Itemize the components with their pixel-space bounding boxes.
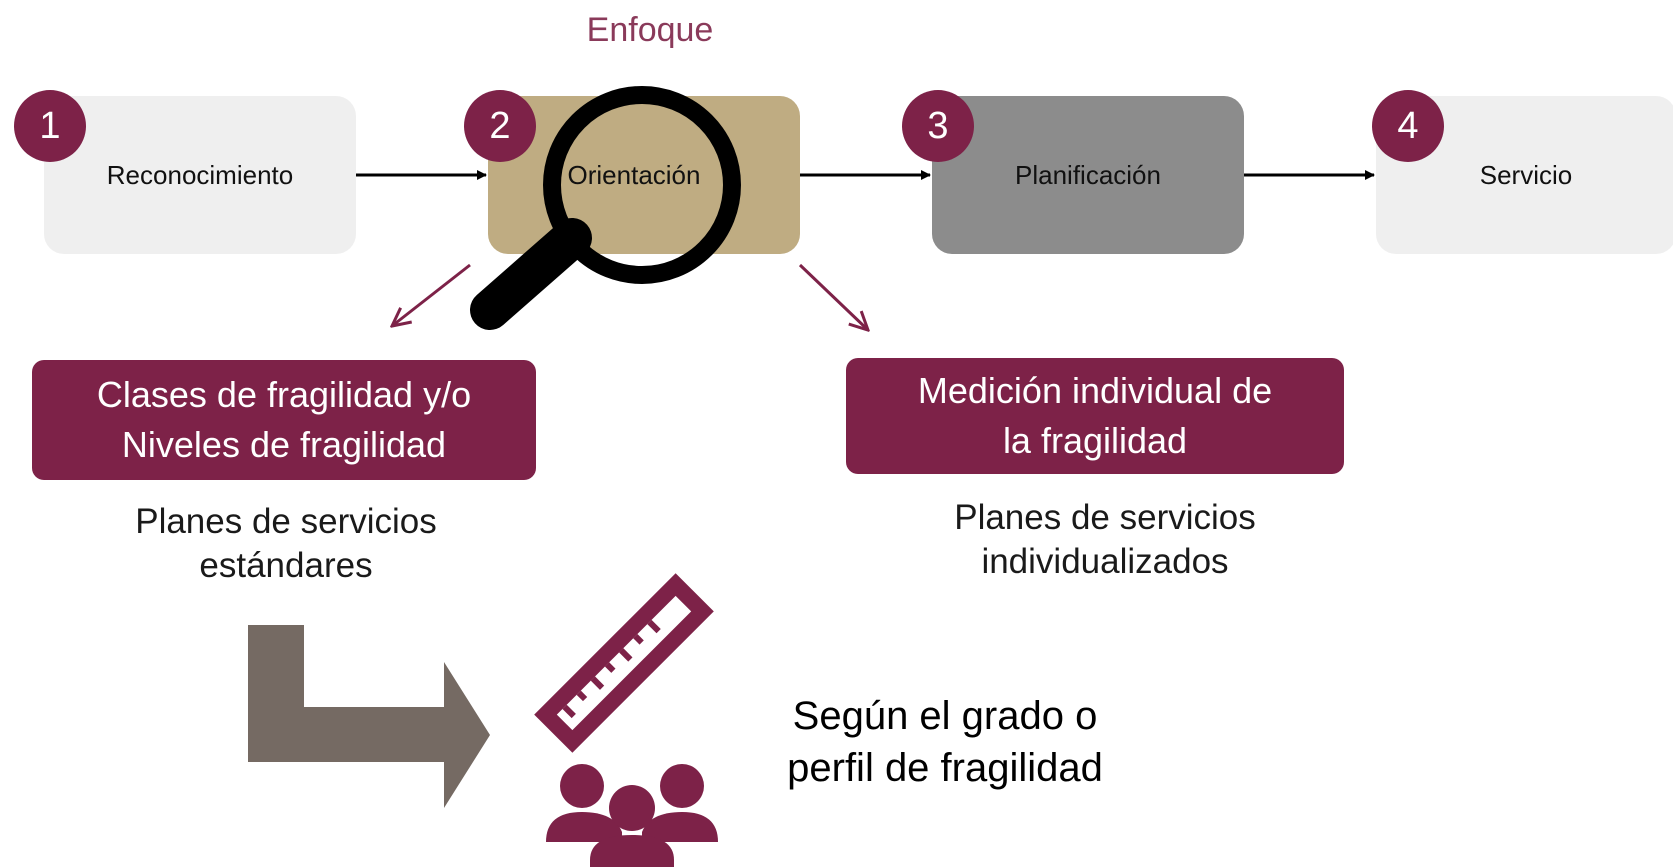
individualized-plans-caption: Planes de servicios individualizados (905, 496, 1305, 584)
diagram-title: Enfoque (586, 11, 714, 49)
step-number-badge-4: 4 (1372, 90, 1444, 162)
box-line: Clases de fragilidad y/o (96, 374, 472, 415)
bent-arrow (248, 625, 490, 808)
outcome-line: Según el grado o (792, 694, 1098, 738)
step-reconocimiento: Reconocimiento (44, 96, 356, 254)
ruler-icon (534, 573, 714, 753)
caption-line: Planes de servicios (954, 498, 1256, 537)
step-label: Orientación (567, 159, 701, 190)
step-number-badge-3: 3 (902, 90, 974, 162)
people-group-icon (546, 764, 718, 867)
individual-measurement-box: Medición individual de la fragilidad (846, 358, 1344, 474)
branch-arrow-left (392, 263, 471, 326)
step-number-badge-1: 1 (14, 90, 86, 162)
step-label: Planificación (1015, 159, 1161, 190)
box-line: Medición individual de (917, 370, 1273, 411)
step-orientacion: Orientación (488, 96, 800, 254)
standard-plans-caption: Planes de servicios estándares (86, 500, 486, 588)
fragility-classes-box: Clases de fragilidad y/o Niveles de frag… (32, 360, 536, 480)
box-line: Niveles de fragilidad (121, 424, 447, 465)
outcome-line: perfil de fragilidad (787, 746, 1103, 790)
branch-arrow-right (798, 263, 868, 330)
caption-line: estándares (199, 546, 373, 585)
step-planificacion: Planificación (932, 96, 1244, 254)
box-line: la fragilidad (1002, 420, 1188, 461)
step-number-badge-2: 2 (464, 90, 536, 162)
step-label: Reconocimiento (106, 159, 294, 190)
step-label: Servicio (1479, 159, 1573, 190)
caption-line: individualizados (981, 542, 1229, 581)
caption-line: Planes de servicios (135, 502, 437, 541)
magnifier-icon (470, 86, 741, 330)
outcome-text: Según el grado o perfil de fragilidad (760, 690, 1130, 794)
